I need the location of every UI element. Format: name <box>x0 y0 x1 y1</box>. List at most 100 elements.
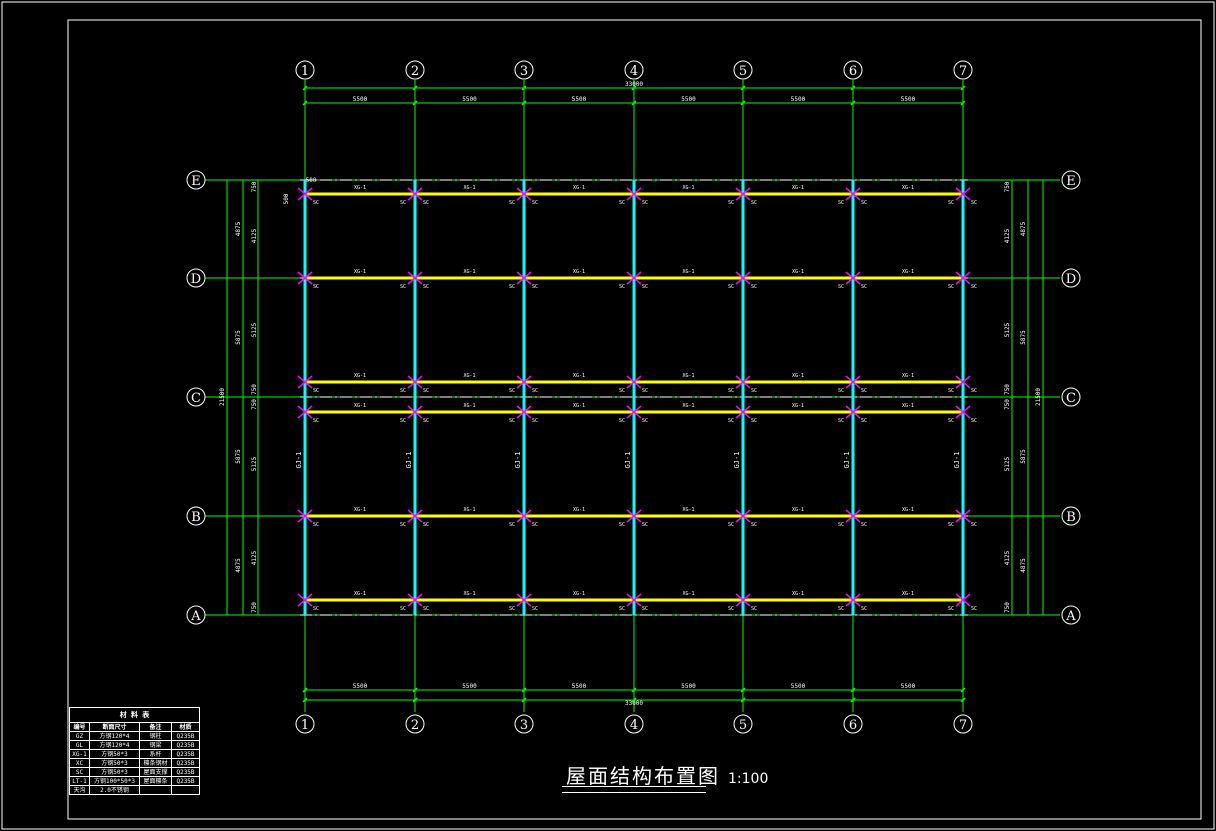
axis-bubble-bottom-2-circle <box>405 714 425 734</box>
brace-b-5-5 <box>845 593 861 607</box>
right-outer-dim-4: 4875 <box>1020 558 1027 573</box>
support-label-0-2: SC <box>532 200 538 206</box>
brace-b-0-3 <box>626 187 642 201</box>
support-label-l-5-6: SC <box>948 606 954 612</box>
beam-label-6-5: XG-1 <box>792 591 804 597</box>
beam-label-1-6: XG-1 <box>902 185 914 191</box>
support-label-l-0-5: SC <box>838 200 844 206</box>
beam-label-6-1: XG-1 <box>354 591 366 597</box>
brace-b-0-6 <box>955 187 971 201</box>
support-label-l-1-1: SC <box>400 284 406 290</box>
dim-tick-h-1-4 <box>740 100 746 106</box>
beam-label-6-2: XG-1 <box>463 591 475 597</box>
brace-b-3-5 <box>845 405 861 419</box>
support-label-l-4-6: SC <box>948 522 954 528</box>
material-table-header: 编号断面尺寸备注材质 <box>69 722 200 732</box>
support-label-4-4: SC <box>751 522 757 528</box>
beam-label-5-4: XG-1 <box>682 507 694 513</box>
corner-dim-h: 500 <box>306 177 317 184</box>
brace-b-3-1 <box>407 405 423 419</box>
axis-bubble-top-7-circle <box>953 60 973 80</box>
material-table-header-cell: 备注 <box>139 722 172 732</box>
brace-b-1-2 <box>516 271 532 285</box>
brace-b-1-5 <box>845 271 861 285</box>
support-label-3-1: SC <box>423 418 429 424</box>
column-1 <box>303 180 307 615</box>
support-label-5-1: SC <box>423 606 429 612</box>
brace-b-3-3 <box>626 405 642 419</box>
axis-bubble-bottom-3-label: 3 <box>520 718 528 733</box>
brace-b-0-2 <box>516 187 532 201</box>
axis-bubble-left-E-label: E <box>191 174 201 189</box>
beam-label-6-3: XG-1 <box>573 591 585 597</box>
column-2 <box>413 180 417 615</box>
support-label-2-2: SC <box>532 388 538 394</box>
support-label-5-6: SC <box>971 606 977 612</box>
column-5 <box>741 180 745 615</box>
material-table-cell: Q235B <box>171 731 200 741</box>
support-label-l-4-4: SC <box>728 522 734 528</box>
left-inner-dim-5: 750 <box>251 399 258 410</box>
material-table-cell: SC <box>69 767 90 777</box>
axis-bubble-top-7-label: 7 <box>959 64 967 79</box>
axis-bubble-bottom-7-circle <box>953 714 973 734</box>
support-label-l-4-2: SC <box>509 522 515 528</box>
beam-label-3-4: XG-1 <box>682 373 694 379</box>
top-bay-bay-dim-3: 5500 <box>572 96 587 103</box>
corner-dim-v: 500 <box>283 193 290 204</box>
column-7 <box>961 180 965 615</box>
bottom-bay-bay-dim-5: 5500 <box>791 683 806 690</box>
axis-bubble-left-C-circle <box>186 387 206 407</box>
support-label-l-5-4: SC <box>728 606 734 612</box>
beam-label-4-1: XG-1 <box>354 403 366 409</box>
beam-label-1-1: XG-1 <box>354 185 366 191</box>
right-total-dim: 21500 <box>1035 388 1042 406</box>
material-table-cell: Q235B <box>171 749 200 759</box>
support-label-l-1-3: SC <box>619 284 625 290</box>
material-table-cell: 檩条钢材 <box>139 758 172 768</box>
left-outer-dim-4: 4875 <box>235 558 242 573</box>
right-inner-dim-6: 5125 <box>1004 456 1011 471</box>
brace-b-4-1 <box>407 509 423 523</box>
brace-b-0-5 <box>845 187 861 201</box>
beam-label-1-5: XG-1 <box>792 185 804 191</box>
frame-label-7: GJ-1 <box>953 452 961 469</box>
beam-label-3-5: XG-1 <box>792 373 804 379</box>
axis-bubble-bottom-4-circle <box>624 714 644 734</box>
brace-b-5-3 <box>626 593 642 607</box>
support-label-l-2-3: SC <box>619 388 625 394</box>
brace-b-2-0 <box>297 375 313 389</box>
dim-tick-h-1-1 <box>412 100 418 106</box>
beam-label-2-4: XG-1 <box>682 269 694 275</box>
support-label-l-1-6: SC <box>948 284 954 290</box>
beam-label-6-4: XG-1 <box>682 591 694 597</box>
material-table-header-cell: 材质 <box>171 722 200 732</box>
top-bay-bay-dim-6: 5500 <box>901 96 916 103</box>
brace-b-1-0 <box>297 271 313 285</box>
support-label-l-0-1: SC <box>400 200 406 206</box>
dim-tick-h-0-3 <box>631 85 637 91</box>
support-label-0-1: SC <box>423 200 429 206</box>
support-label-3-2: SC <box>532 418 538 424</box>
brace-b-4-6 <box>955 509 971 523</box>
axis-bubble-top-2-circle <box>405 60 425 80</box>
support-label-0-6: SC <box>971 200 977 206</box>
material-table-cell: LT-1 <box>69 776 90 786</box>
support-label-1-1: SC <box>423 284 429 290</box>
brace-b-2-6 <box>955 375 971 389</box>
dim-tick-h-0-6 <box>960 85 966 91</box>
frame-label-6: GJ-1 <box>843 452 851 469</box>
brace-b-2-4 <box>735 375 751 389</box>
bottom-bay-bay-dim-6: 5500 <box>901 683 916 690</box>
axis-bubble-left-C-label: C <box>191 391 201 406</box>
brace-b-4-0 <box>297 509 313 523</box>
dim-tick-h-2-4 <box>740 687 746 693</box>
material-table-cell: XG-1 <box>69 749 90 759</box>
